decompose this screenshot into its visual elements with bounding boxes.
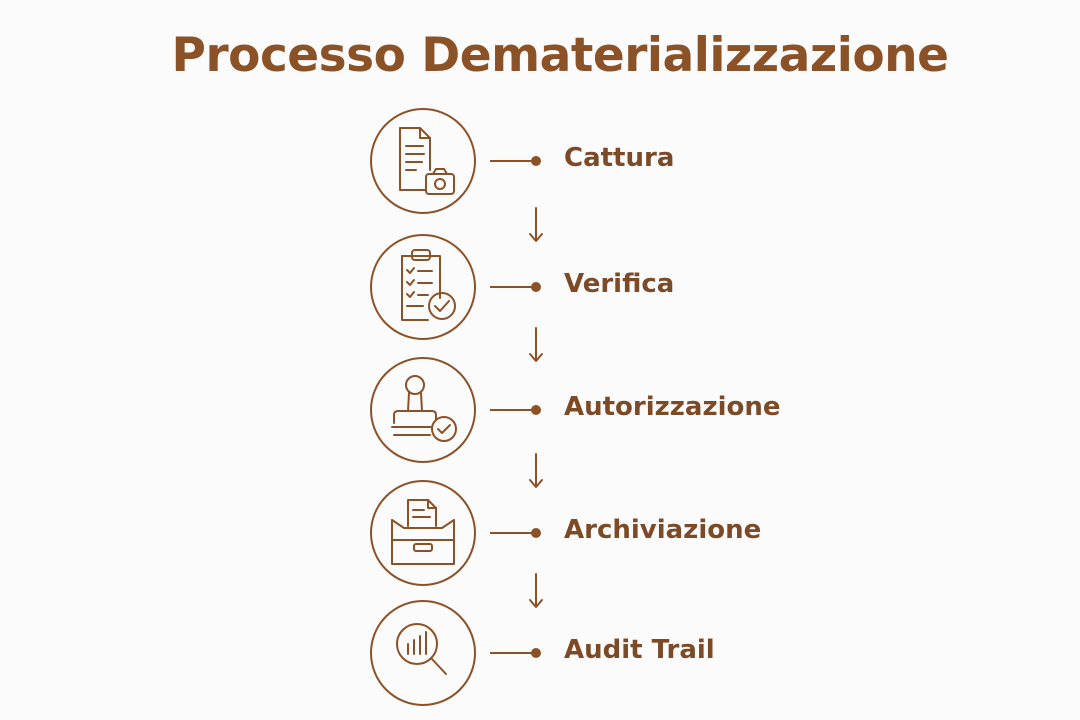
connector-dot xyxy=(531,528,541,538)
down-arrow-icon xyxy=(529,573,543,608)
step-audit-trail: Audit Trail xyxy=(368,598,848,708)
step-connector xyxy=(490,286,540,288)
connector-dot xyxy=(531,156,541,166)
step-connector xyxy=(490,409,540,411)
step-autorizzazione: Autorizzazione xyxy=(368,355,848,465)
document-camera-icon xyxy=(370,108,476,214)
down-arrow-icon xyxy=(529,453,543,488)
step-connector xyxy=(490,652,540,654)
step-label: Verifica xyxy=(564,269,675,299)
archive-box-icon xyxy=(370,480,476,586)
down-arrow-icon xyxy=(529,327,543,362)
connector-dot xyxy=(531,282,541,292)
step-connector xyxy=(490,160,540,162)
step-label: Autorizzazione xyxy=(564,392,781,422)
down-arrow-icon xyxy=(529,207,543,242)
stamp-check-icon xyxy=(370,357,476,463)
step-archiviazione: Archiviazione xyxy=(368,478,848,588)
connector-dot xyxy=(531,405,541,415)
step-cattura: Cattura xyxy=(368,106,848,216)
magnifier-chart-icon xyxy=(370,600,476,706)
clipboard-check-icon xyxy=(370,234,476,340)
step-verifica: Verifica xyxy=(368,232,848,342)
page-title: Processo Dematerializzazione xyxy=(171,28,949,83)
connector-dot xyxy=(531,648,541,658)
step-label: Cattura xyxy=(564,143,675,173)
step-connector xyxy=(490,532,540,534)
step-label: Archiviazione xyxy=(564,515,762,545)
step-label: Audit Trail xyxy=(564,635,715,665)
